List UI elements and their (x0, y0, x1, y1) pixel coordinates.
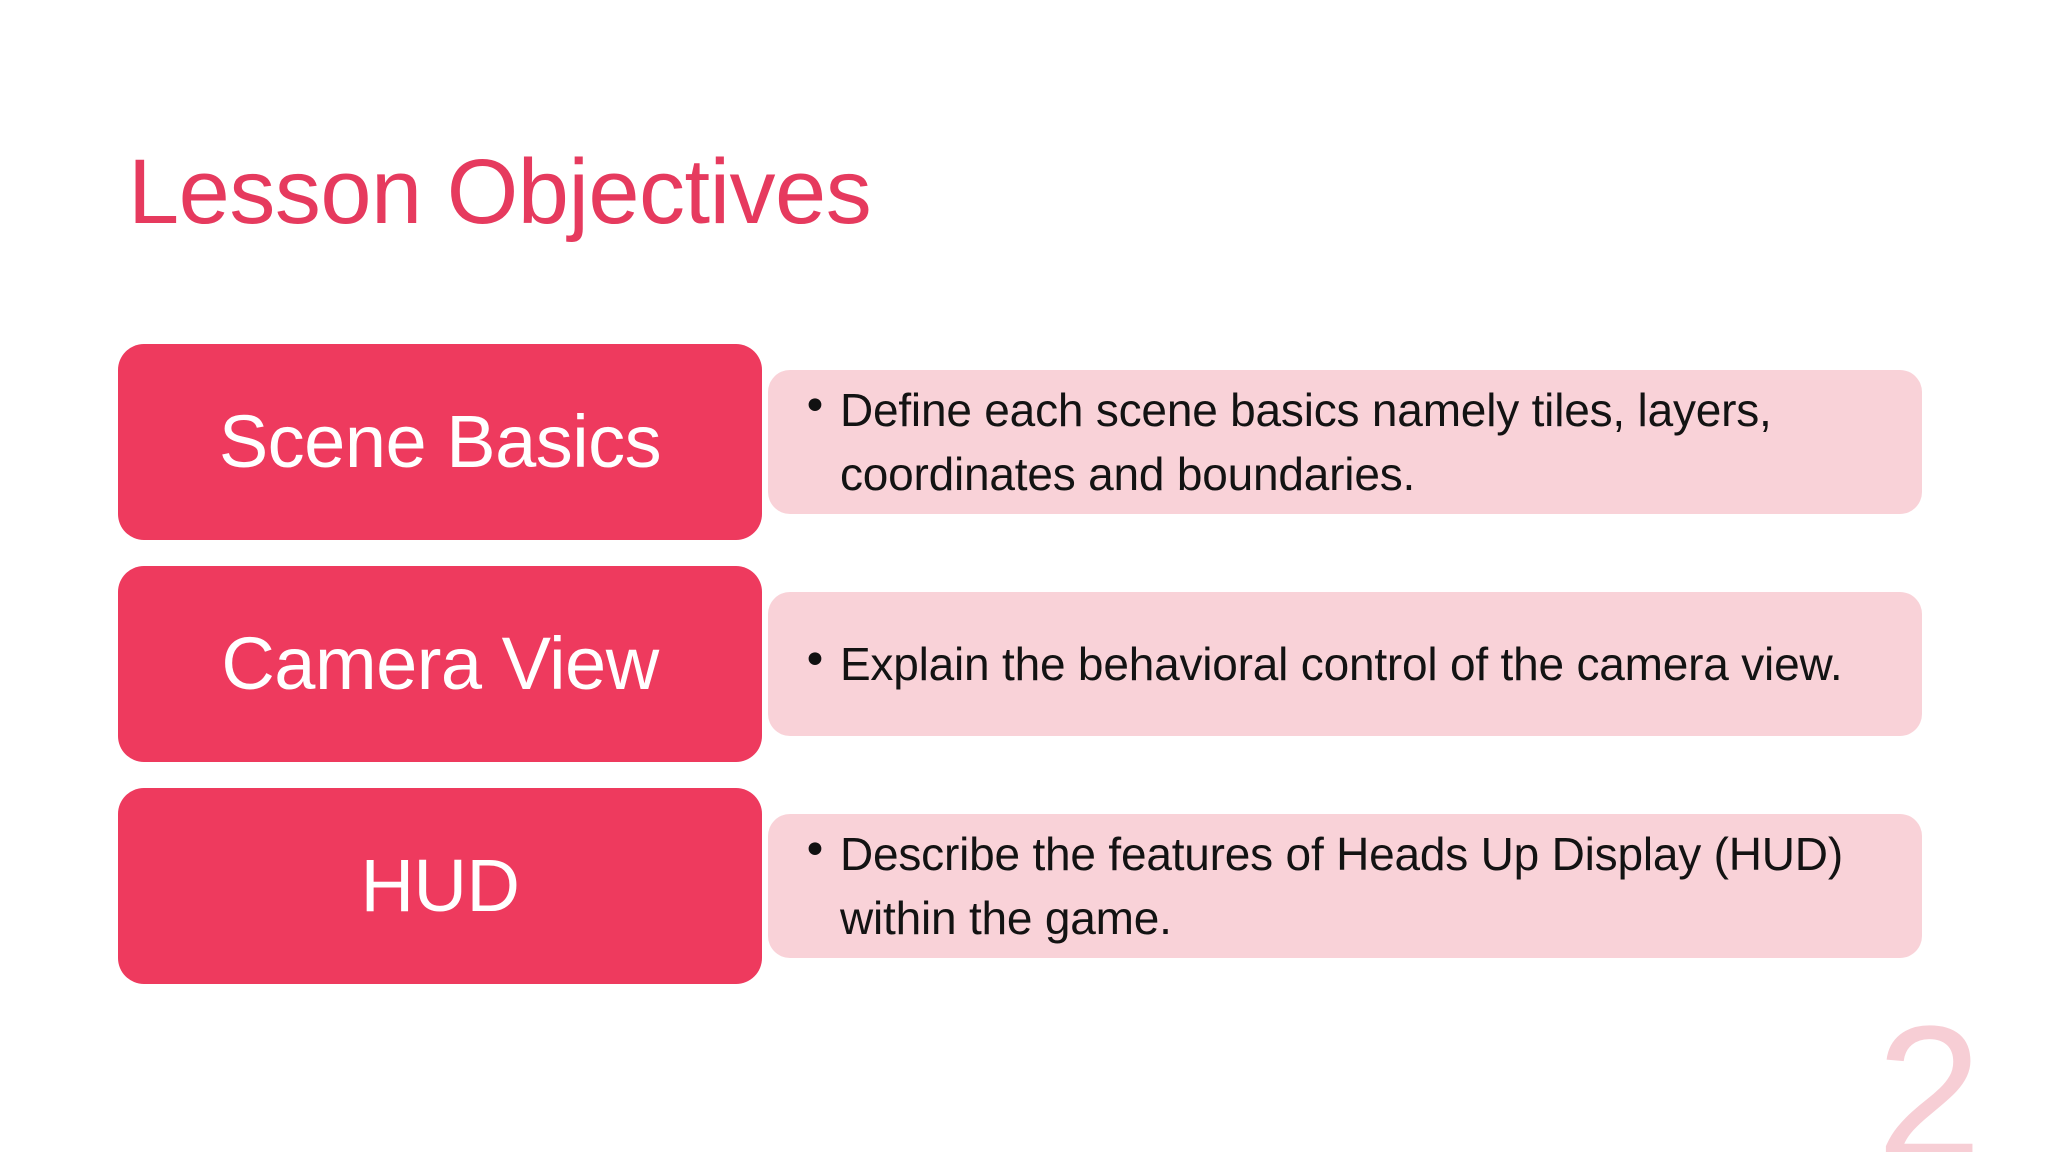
objective-label-chip-0[interactable]: Scene Basics (118, 344, 762, 540)
bullet-line: • Define each scene basics namely tiles,… (802, 378, 1892, 506)
slide-number: 2 (1876, 987, 1982, 1152)
objective-label-text: Scene Basics (218, 400, 662, 483)
bullet-dot-icon: • (802, 635, 828, 686)
objective-description-text: Define each scene basics namely tiles, l… (839, 384, 1772, 500)
objective-row: Scene Basics • Define each scene basics … (0, 344, 2048, 540)
objective-description-text: Describe the features of Heads Up Displa… (839, 828, 1843, 944)
bullet-line: • Explain the behavioral control of the … (802, 632, 1892, 696)
bullet-line: • Describe the features of Heads Up Disp… (802, 822, 1892, 950)
objective-row: Camera View • Explain the behavioral con… (0, 566, 2048, 762)
objective-description-panel-0: • Define each scene basics namely tiles,… (768, 370, 1922, 514)
bullet-dot-icon: • (802, 381, 828, 432)
objective-description-panel-1: • Explain the behavioral control of the … (768, 592, 1922, 736)
objective-label-chip-2[interactable]: HUD (118, 788, 762, 984)
objective-description-panel-2: • Describe the features of Heads Up Disp… (768, 814, 1922, 958)
objective-description-text: Explain the behavioral control of the ca… (839, 638, 1843, 690)
objective-row: HUD • Describe the features of Heads Up … (0, 788, 2048, 984)
objective-label-text: Camera View (221, 622, 659, 705)
page-title: Lesson Objectives (128, 141, 872, 243)
bullet-dot-icon: • (802, 825, 828, 876)
objective-label-text: HUD (360, 844, 520, 927)
objective-label-chip-1[interactable]: Camera View (118, 566, 762, 762)
